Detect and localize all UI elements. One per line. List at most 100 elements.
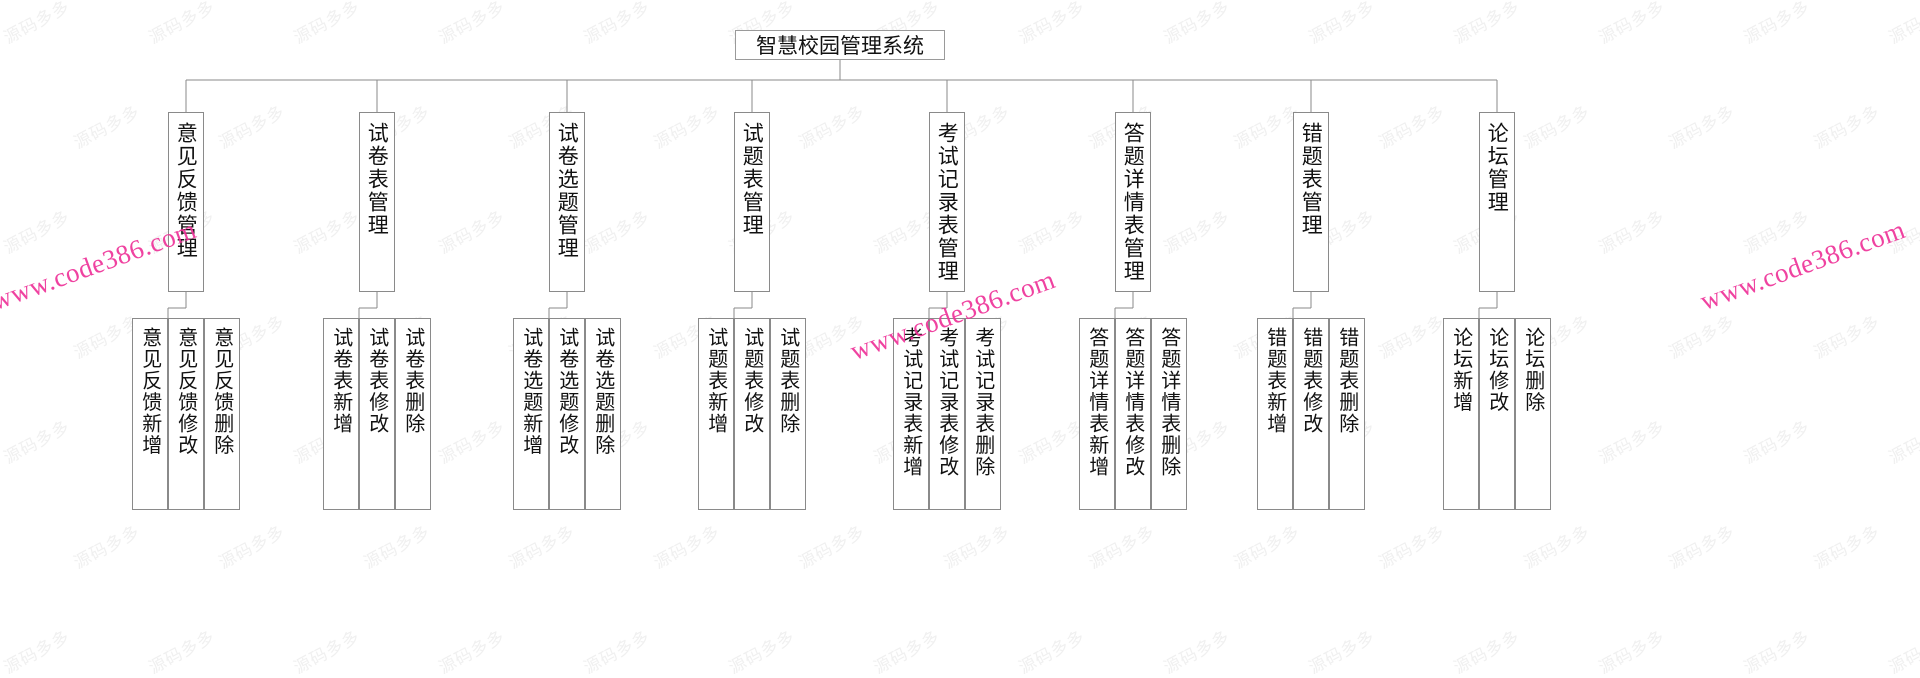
leaf-node[interactable]: 意见反馈修改 [168,318,204,510]
module-node[interactable]: 试卷表管理 [359,112,395,292]
watermark-tile: 源码多多 [1160,626,1234,678]
leaf-node-label: 试题表修改 [740,327,765,435]
leaf-node[interactable]: 试卷选题修改 [549,318,585,510]
module-node-label: 错题表管理 [1299,122,1324,237]
watermark-tile: 源码多多 [1885,416,1920,469]
leaf-node[interactable]: 答题详情表新增 [1079,318,1115,510]
watermark-tile: 源码多多 [1810,101,1884,154]
leaf-node-label: 意见反馈修改 [174,327,199,456]
leaf-node[interactable]: 答题详情表删除 [1151,318,1187,510]
watermark-tile: 源码多多 [215,101,289,154]
watermark-tile: 源码多多 [1305,0,1379,49]
leaf-node-label: 答题详情表修改 [1121,327,1146,478]
leaf-node-label: 试卷表修改 [365,327,390,435]
leaf-node[interactable]: 意见反馈删除 [204,318,240,510]
leaf-node-label: 论坛修改 [1485,327,1510,413]
leaf-node-label: 错题表修改 [1299,327,1324,435]
leaf-node[interactable]: 试卷选题删除 [585,318,621,510]
watermark-tile: 源码多多 [1085,521,1159,574]
leaf-node[interactable]: 试题表删除 [770,318,806,510]
watermark-tile: 源码多多 [795,101,869,154]
watermark-tile: 源码多多 [0,626,74,678]
leaf-node[interactable]: 试卷表删除 [395,318,431,510]
leaf-node-label: 论坛新增 [1449,327,1474,413]
watermark-tile: 源码多多 [70,521,144,574]
leaf-node-label: 试卷选题修改 [555,327,580,456]
watermark-tile: 源码多多 [1015,416,1089,469]
leaf-node[interactable]: 考试记录表修改 [929,318,965,510]
watermark-tile: 源码多多 [1305,626,1379,678]
module-node[interactable]: 试题表管理 [734,112,770,292]
leaf-node-label: 考试记录表修改 [935,327,960,478]
leaf-node[interactable]: 答题详情表修改 [1115,318,1151,510]
watermark-tile: 源码多多 [360,521,434,574]
watermark-tile: 源码多多 [0,0,74,49]
leaf-node[interactable]: 论坛删除 [1515,318,1551,510]
leaf-node-label: 试卷选题删除 [591,327,616,456]
leaf-node[interactable]: 考试记录表新增 [893,318,929,510]
leaf-node-label: 错题表新增 [1263,327,1288,435]
watermark-tile: 源码多多 [215,521,289,574]
leaf-node[interactable]: 试卷选题新增 [513,318,549,510]
leaf-node-label: 试题表删除 [776,327,801,435]
leaf-node-label: 答题详情表新增 [1085,327,1110,478]
watermark-tile: 源码多多 [650,101,724,154]
leaf-node-label: 试卷表删除 [401,327,426,435]
leaf-node[interactable]: 试卷表新增 [323,318,359,510]
watermark-tile: 源码多多 [940,521,1014,574]
leaf-node-label: 错题表删除 [1335,327,1360,435]
leaf-node[interactable]: 试题表新增 [698,318,734,510]
module-node-label: 答题详情表管理 [1121,122,1146,283]
watermark-tile: 源码多多 [580,206,654,259]
root-node[interactable]: 智慧校园管理系统 [735,30,945,60]
leaf-node-label: 试卷选题新增 [519,327,544,456]
watermark-tile: 源码多多 [435,206,509,259]
leaf-node-label: 考试记录表新增 [899,327,924,478]
leaf-node[interactable]: 错题表新增 [1257,318,1293,510]
watermark-tile: 源码多多 [1450,626,1524,678]
watermark-tile: 源码多多 [1885,0,1920,49]
watermark-tile: 源码多多 [1740,0,1814,49]
watermark-tile: 源码多多 [1885,206,1920,259]
watermark-tile: 源码多多 [1375,101,1449,154]
watermark-tile: 源码多多 [1665,311,1739,364]
watermark-tile: 源码多多 [1375,311,1449,364]
root-node-label: 智慧校园管理系统 [756,34,924,58]
leaf-node[interactable]: 论坛新增 [1443,318,1479,510]
module-node-label: 论坛管理 [1485,122,1510,214]
watermark-tile: 源码多多 [145,626,219,678]
module-node[interactable]: 意见反馈管理 [168,112,204,292]
leaf-node[interactable]: 论坛修改 [1479,318,1515,510]
leaf-node[interactable]: 试题表修改 [734,318,770,510]
leaf-node[interactable]: 考试记录表删除 [965,318,1001,510]
module-node[interactable]: 试卷选题管理 [549,112,585,292]
leaf-node[interactable]: 试卷表修改 [359,318,395,510]
module-node[interactable]: 论坛管理 [1479,112,1515,292]
watermark-tile: 源码多多 [1450,0,1524,49]
watermark-tile: 源码多多 [0,416,74,469]
watermark-tile: 源码多多 [1665,521,1739,574]
watermark-tile: 源码多多 [1885,626,1920,678]
module-node[interactable]: 错题表管理 [1293,112,1329,292]
watermark-tile: 源码多多 [1595,206,1669,259]
watermark-tile: 源码多多 [580,626,654,678]
leaf-node[interactable]: 错题表修改 [1293,318,1329,510]
module-node[interactable]: 考试记录表管理 [929,112,965,292]
watermark-tile: 源码多多 [1740,626,1814,678]
watermark-tile: 源码多多 [435,626,509,678]
watermark-tile: 源码多多 [1230,521,1304,574]
module-node-label: 试题表管理 [740,122,765,237]
watermark-tile: 源码多多 [290,0,364,49]
watermark-tile: 源码多多 [1595,416,1669,469]
watermark-tile: 源码多多 [505,521,579,574]
watermark-tile: 源码多多 [1015,0,1089,49]
leaf-node-label: 论坛删除 [1521,327,1546,413]
leaf-node-label: 试卷表新增 [329,327,354,435]
watermark-tile: 源码多多 [145,0,219,49]
leaf-node[interactable]: 意见反馈新增 [132,318,168,510]
module-node[interactable]: 答题详情表管理 [1115,112,1151,292]
leaf-node[interactable]: 错题表删除 [1329,318,1365,510]
watermark-tile: 源码多多 [0,206,74,259]
watermark-tile: 源码多多 [870,626,944,678]
